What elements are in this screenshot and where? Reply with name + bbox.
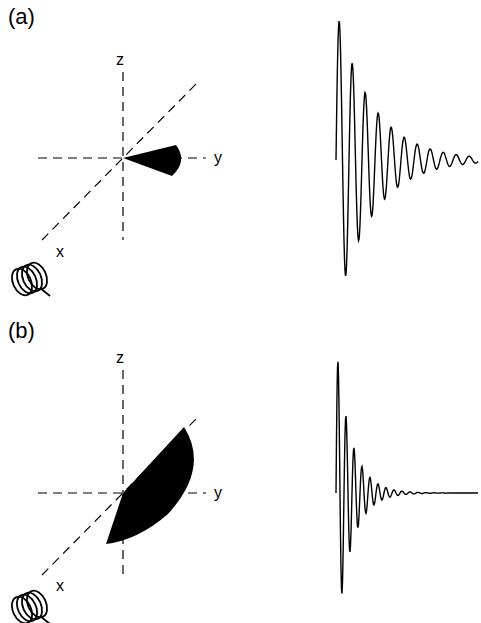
coil-lead [40,288,50,296]
coils [8,260,51,623]
axis-label: x [56,578,64,594]
axis-label: y [214,150,222,166]
z-axis [122,72,123,240]
signals [336,21,478,593]
x-axis [42,419,196,575]
z-axis [122,370,123,580]
fid-signal [336,362,478,594]
rf-coil [8,260,51,299]
axis-label: z [116,350,124,366]
axes [38,72,206,580]
fid-signal [336,21,478,276]
x-axis [42,84,196,240]
magnetization-wedge [106,427,194,544]
magnetization-wedge [123,145,181,176]
rf-coil [8,588,51,623]
coil-winding [23,588,51,621]
axis-label: z [116,52,124,68]
panel-label: (a) [8,6,35,28]
axis-label: x [56,244,64,260]
axis-label: y [214,485,222,501]
coil-lead [40,616,50,623]
panel-label: (b) [8,320,35,342]
coil-winding [23,260,51,293]
